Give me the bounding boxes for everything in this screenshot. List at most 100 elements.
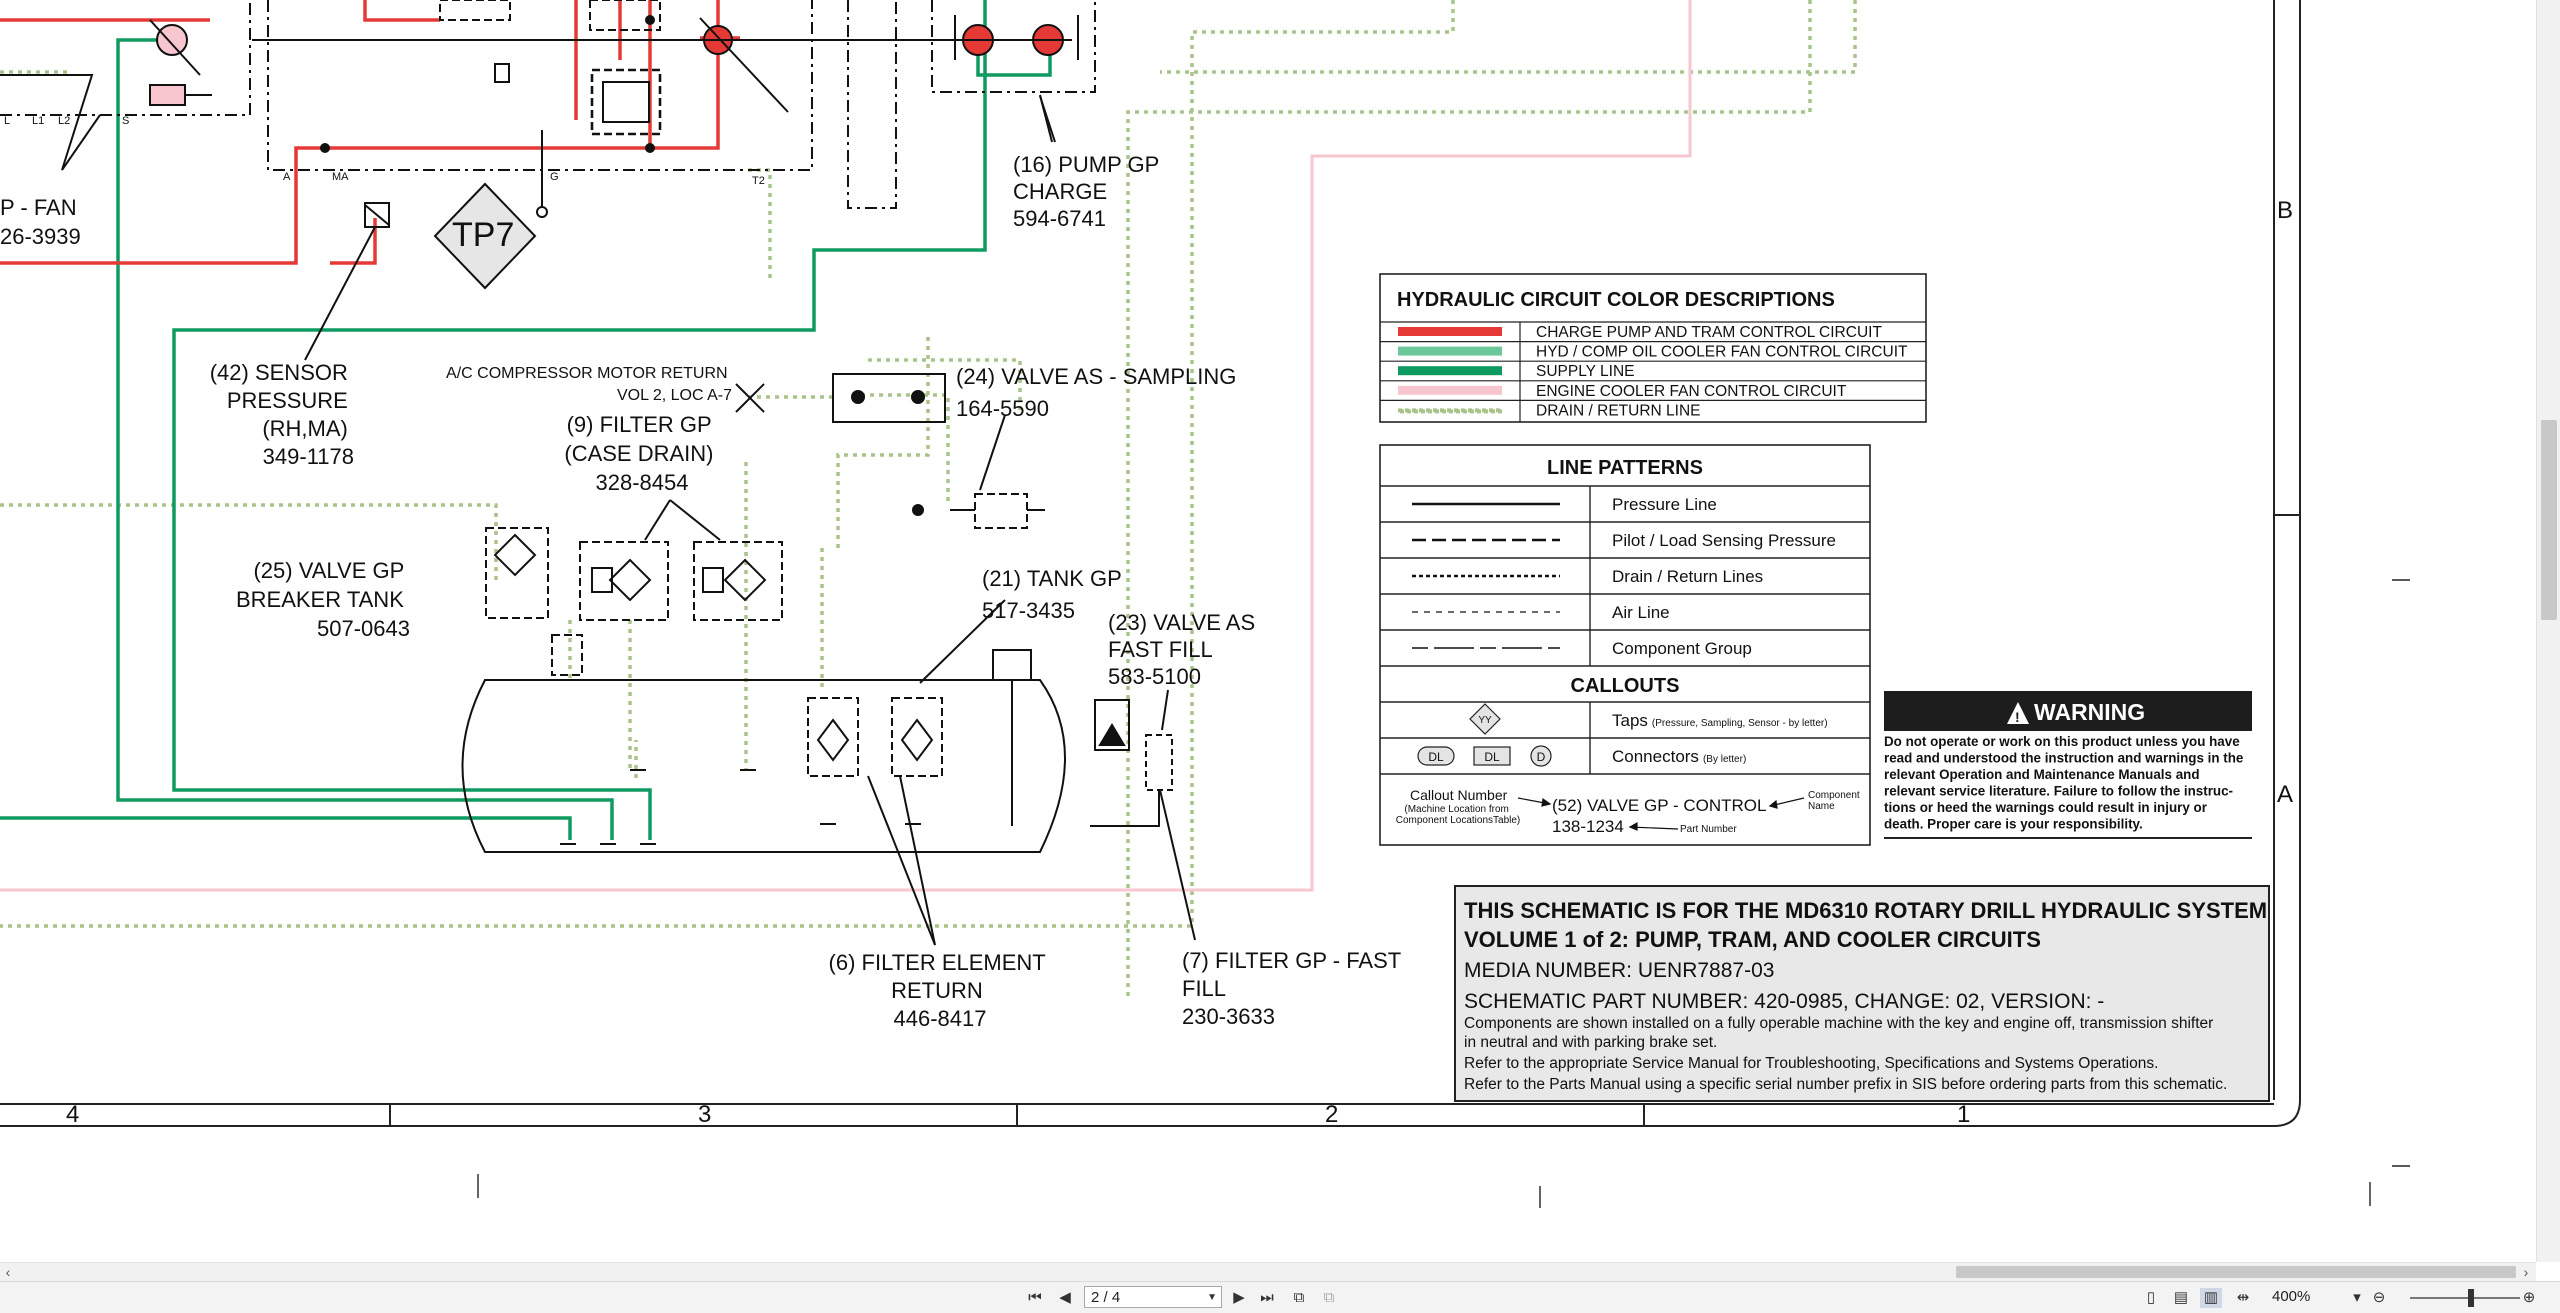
zoom-slider-handle[interactable]	[2468, 1289, 2474, 1307]
hydraulic-schematic: B A 4 3 2 1	[0, 0, 2410, 1208]
horizontal-scrollbar[interactable]: ‹ ›	[0, 1262, 2536, 1281]
zone-number-4: 4	[66, 1101, 79, 1128]
title-block: THIS SCHEMATIC IS FOR THE MD6310 ROTARY …	[1454, 885, 2270, 1102]
callout-ac-return: A/C COMPRESSOR MOTOR RETURN VOL 2, LOC A…	[446, 365, 732, 404]
component-symbols	[0, 0, 1196, 946]
legend-row-label: HYD / COMP OIL COOLER FAN CONTROL CIRCUI…	[1536, 344, 1908, 361]
last-page-icon[interactable]: ⏭	[1260, 1289, 1274, 1306]
callout-valve-fast-fill: (23) VALVE AS FAST FILL 583-5100	[1108, 610, 1261, 689]
engine-cooler-lines	[0, 0, 1692, 892]
callout-valve-breaker: (25) VALVE GP BREAKER TANK 507-0643	[236, 558, 410, 641]
part-example: 138-1234	[1552, 817, 1624, 836]
port-label: G	[550, 171, 559, 183]
taps-label: Taps(Pressure, Sampling, Sensor - by let…	[1612, 711, 1828, 730]
port-label: MA	[332, 171, 349, 183]
legend-swatch	[1398, 346, 1502, 356]
port-label: S	[122, 115, 129, 127]
warning-icon-mark: !	[2015, 709, 2020, 725]
port-labels: L L1 L2 S A MA G T2	[4, 115, 765, 187]
pattern-pilot: Pilot / Load Sensing Pressure	[1612, 531, 1836, 550]
page-select[interactable]: 2 / 4 ▼	[1084, 1286, 1222, 1308]
legend-row-label: CHARGE PUMP AND TRAM CONTROL CIRCUIT	[1536, 324, 1882, 341]
legend-swatch	[1398, 366, 1502, 376]
callout-valve-sampling: (24) VALVE AS - SAMPLING 164-5590	[956, 364, 1243, 421]
scroll-right-icon[interactable]: ›	[2523, 1264, 2529, 1280]
zoom-menu-icon[interactable]: ▾	[2353, 1289, 2361, 1306]
zone-number-3: 3	[698, 1101, 711, 1128]
prev-page-icon[interactable]: ◀	[1059, 1289, 1071, 1306]
connector-symbol: DL	[1428, 750, 1444, 764]
callout-number-label: Callout Number	[1410, 787, 1508, 803]
tap-symbol	[1469, 703, 1501, 735]
zoom-in-icon[interactable]: ⊕	[2522, 1289, 2536, 1306]
pattern-drain: Drain / Return Lines	[1612, 567, 1763, 586]
component-name-label: Component Name	[1808, 790, 1862, 812]
page-frame	[0, 0, 2410, 1208]
color-legend-title: HYDRAULIC CIRCUIT COLOR DESCRIPTIONS	[1397, 289, 1835, 311]
callout-number-note: (Machine Location from Component Locatio…	[1396, 804, 1521, 826]
fit-width-icon[interactable]: ⇹	[2236, 1289, 2250, 1306]
port-label: L	[4, 115, 10, 127]
title-notes: Components are shown installed on a full…	[1464, 1015, 2227, 1093]
title-line-2: VOLUME 1 of 2: PUMP, TRAM, AND COOLER CI…	[1464, 927, 2041, 952]
zone-number-2: 2	[1325, 1101, 1338, 1128]
vertical-scrollbar[interactable]	[2536, 0, 2560, 1262]
warning-text: Do not operate or work on this product u…	[1884, 734, 2247, 832]
next-page-icon[interactable]: ▶	[1233, 1289, 1245, 1306]
pattern-component-group: Component Group	[1612, 639, 1752, 658]
horizontal-scroll-thumb[interactable]	[1956, 1266, 2516, 1278]
two-page-view-icon[interactable]: ▥	[2200, 1288, 2222, 1308]
connector-symbol: D	[1537, 750, 1546, 764]
continuous-view-icon[interactable]: ▤	[2173, 1289, 2189, 1306]
page-copy-disabled-icon[interactable]: ⧉	[1323, 1289, 1335, 1306]
legend-row-label: ENGINE COOLER FAN CONTROL CIRCUIT	[1536, 383, 1847, 400]
port-label: T2	[752, 175, 765, 187]
page-copy-icon[interactable]: ⧉	[1293, 1289, 1305, 1306]
pattern-air: Air Line	[1612, 603, 1670, 622]
callout-filter-fast-fill: (7) FILTER GP - FAST FILL 230-3633	[1182, 948, 1407, 1029]
supply-lines	[0, 0, 1052, 840]
port-label: L1	[32, 115, 44, 127]
document-viewport[interactable]: B A 4 3 2 1	[0, 0, 2560, 1262]
callout-sensor: (42) SENSOR PRESSURE (RH,MA) 349-1178	[210, 360, 354, 469]
part-number-label: Part Number	[1680, 824, 1737, 835]
scroll-left-icon[interactable]: ‹	[5, 1264, 11, 1280]
connectors-label: Connectors(By letter)	[1612, 747, 1746, 766]
zone-number-1: 1	[1957, 1101, 1970, 1128]
callout-pump-charge: (16) PUMP GP CHARGE 594-6741	[1013, 152, 1165, 231]
title-line-1: THIS SCHEMATIC IS FOR THE MD6310 ROTARY …	[1464, 898, 2267, 923]
port-label: L2	[58, 115, 70, 127]
port-label: A	[283, 171, 291, 183]
single-page-view-icon[interactable]: ▯	[2146, 1289, 2156, 1306]
chevron-down-icon: ▼	[1207, 1292, 1217, 1303]
legend-swatch	[1396, 408, 1504, 414]
legend-swatch	[1398, 327, 1502, 336]
vertical-scroll-thumb[interactable]	[2541, 420, 2557, 620]
zoom-slider-track[interactable]	[2410, 1297, 2520, 1299]
callout-filter-case-drain: (9) FILTER GP (CASE DRAIN) 328-8454	[564, 412, 719, 495]
legend-swatch	[1398, 385, 1502, 395]
media-number: MEDIA NUMBER: UENR7887-03	[1464, 959, 1774, 982]
drain-return-lines	[0, 0, 1857, 1000]
callout-filter-element: (6) FILTER ELEMENT RETURN 446-8417	[829, 950, 1052, 1031]
zoom-out-icon[interactable]: ⊖	[2372, 1289, 2386, 1306]
pattern-pressure: Pressure Line	[1612, 495, 1717, 514]
callout-tank: (21) TANK GP 517-3435	[982, 566, 1128, 623]
first-page-icon[interactable]: ⏮	[1028, 1289, 1042, 1306]
callout-labels: (16) PUMP GP CHARGE 594-6741 P - FAN 26-…	[0, 152, 1407, 1031]
warning-icon	[2007, 702, 2029, 724]
zoom-level: 400%	[2272, 1288, 2311, 1305]
tap-label-tp7: TP7	[452, 216, 514, 254]
callout-example: (52) VALVE GP - CONTROL	[1552, 796, 1766, 815]
callout-pump-fan: P - FAN 26-3939	[0, 195, 83, 249]
line-patterns-title: LINE PATTERNS	[1547, 457, 1703, 479]
zone-letter-b: B	[2277, 197, 2293, 224]
schematic-part-number: SCHEMATIC PART NUMBER: 420-0985, CHANGE:…	[1464, 990, 2104, 1013]
connector-symbol: DL	[1484, 750, 1500, 764]
page-indicator: 2 / 4	[1091, 1289, 1121, 1306]
tap-symbol-text: YY	[1478, 715, 1492, 726]
color-legend: HYDRAULIC CIRCUIT COLOR DESCRIPTIONS CHA…	[1379, 273, 1927, 423]
viewer-toolbar: ⏮ ◀ 2 / 4 ▼ ▶ ⏭ ⧉ ⧉ ▯ ▤ ▥ ⇹ 400% ▾ ⊖ ⊕	[0, 1281, 2560, 1313]
legend-row-label: DRAIN / RETURN LINE	[1536, 402, 1701, 419]
callouts-title: CALLOUTS	[1571, 675, 1680, 697]
